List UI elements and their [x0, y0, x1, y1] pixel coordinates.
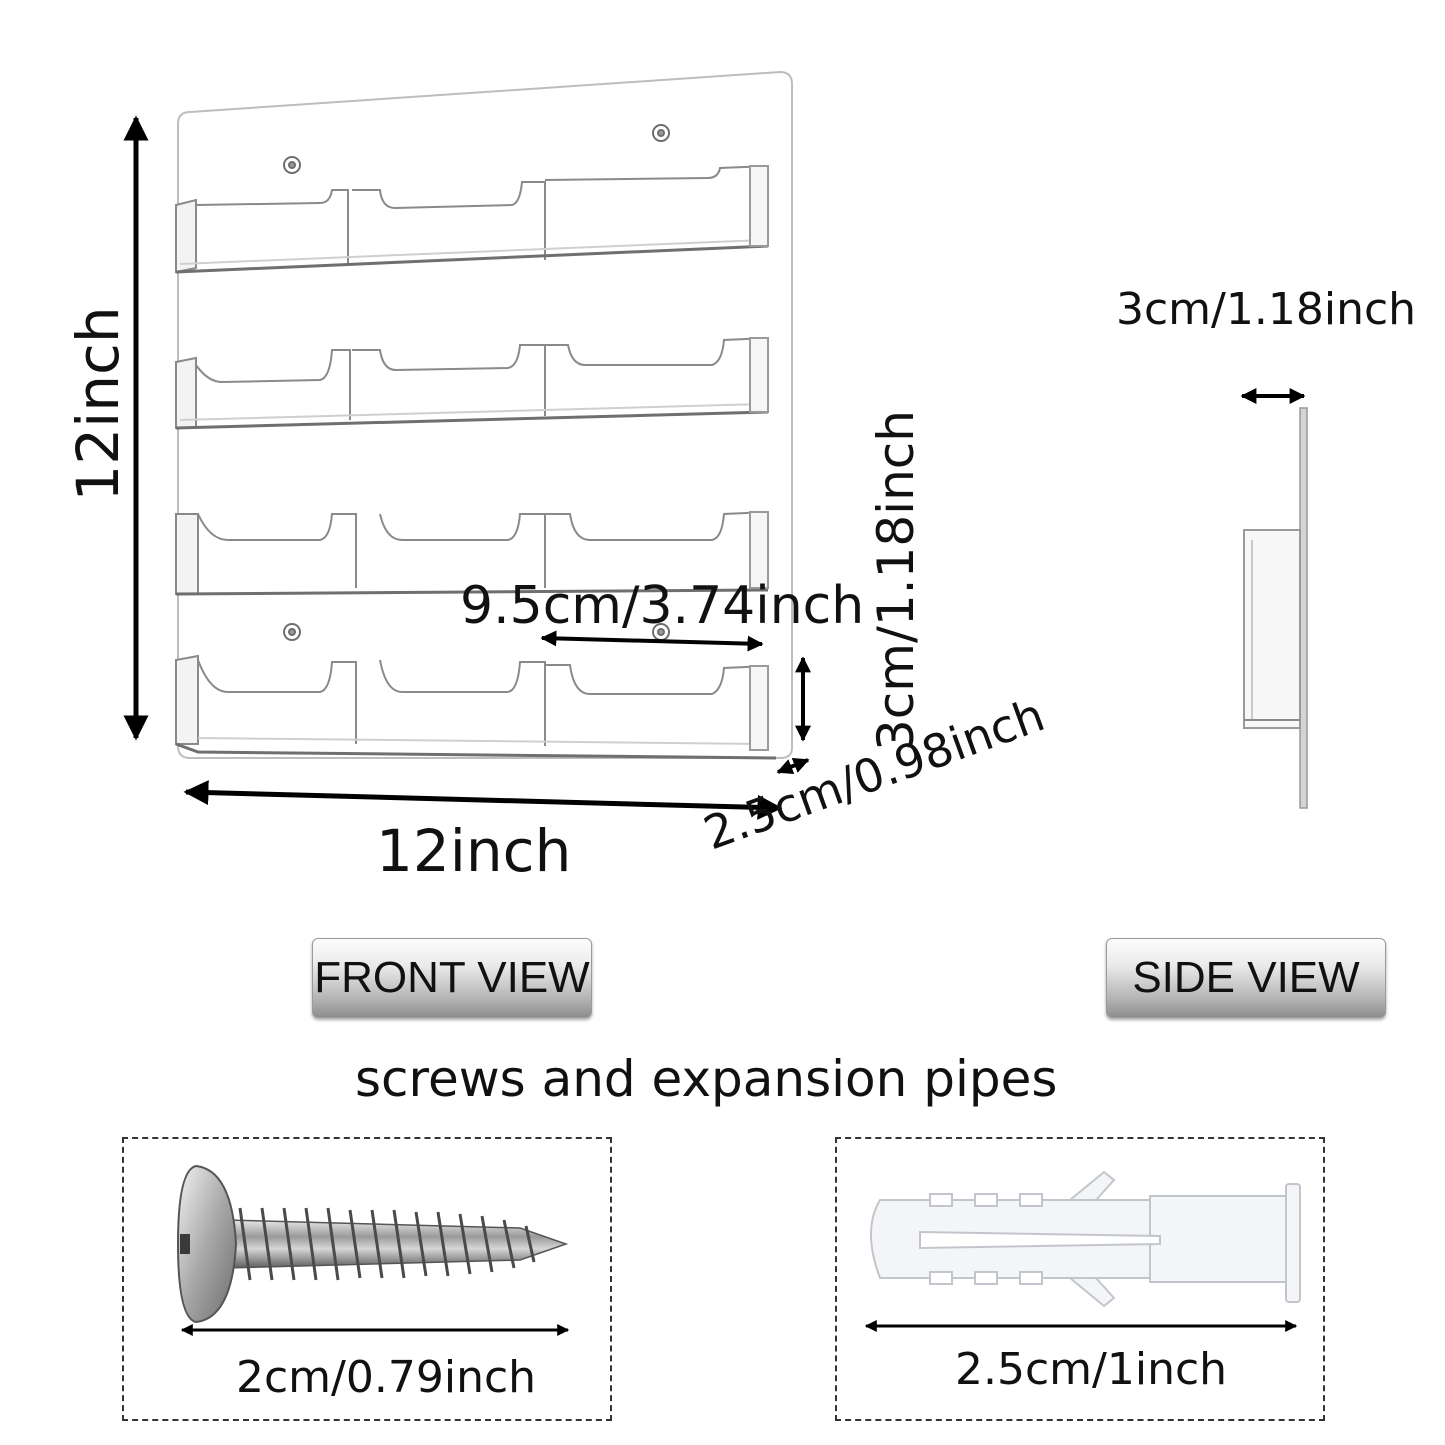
pocket-depth-arrow	[776, 757, 810, 775]
pocket-row-3	[175, 510, 769, 596]
screw-length-label: 2cm/0.79inch	[236, 1352, 537, 1403]
pocket-row-1	[175, 164, 769, 274]
pocket-width-label: 9.5cm/3.74inch	[460, 576, 865, 636]
dimension-arrows	[123, 115, 811, 820]
pocket-row-2	[175, 336, 769, 430]
front-width-label: 12inch	[376, 817, 572, 885]
width-arrow	[183, 780, 783, 820]
screw-box	[122, 1137, 612, 1421]
pocket-width-arrow	[540, 630, 764, 652]
pipe-box	[835, 1137, 1325, 1421]
pocket-height-label: 3cm/1.18inch	[867, 410, 925, 751]
pocket-row-4	[175, 654, 777, 760]
side-view-drawing	[1240, 388, 1308, 809]
front-height-label: 12inch	[64, 306, 132, 502]
screw-image	[176, 1164, 569, 1324]
accessories-title: screws and expansion pipes	[355, 1050, 1058, 1108]
front-view-button[interactable]: FRONT VIEW	[312, 938, 592, 1018]
pocket-rows	[175, 164, 777, 760]
side-depth-label: 3cm/1.18inch	[1116, 284, 1417, 335]
pipe-length-label: 2.5cm/1inch	[955, 1344, 1228, 1395]
expansion-pipe-image	[870, 1170, 1301, 1308]
side-view-button[interactable]: SIDE VIEW	[1106, 938, 1386, 1018]
